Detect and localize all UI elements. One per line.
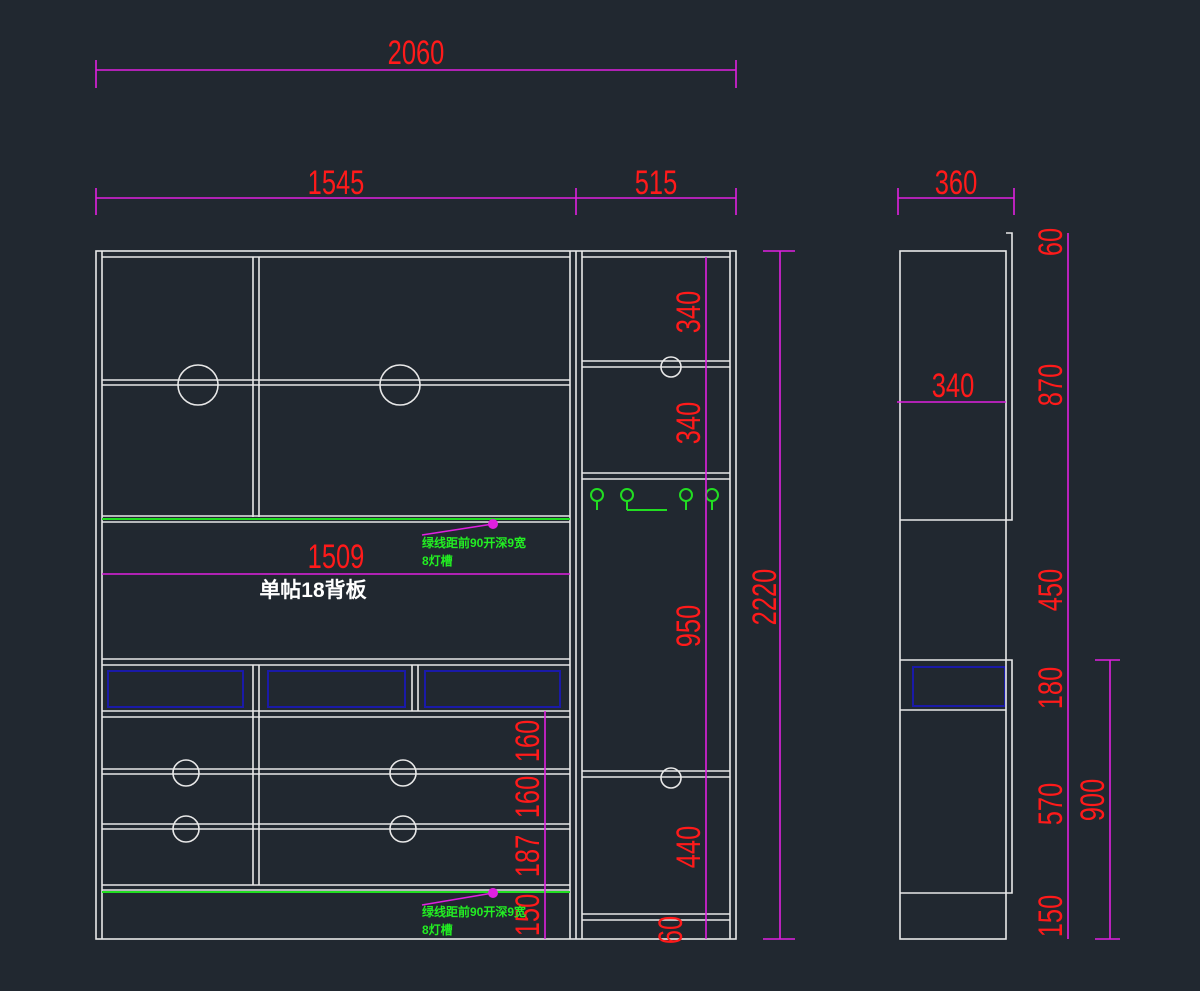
hook-icons	[590, 488, 719, 511]
dim-right-3: 950	[671, 605, 708, 648]
dimension-texts: 2060 1545 515 360 340 1509 单帖18背板 2220 3…	[259, 35, 1112, 945]
dim-right-2: 340	[671, 402, 708, 445]
dim-side-lower-total: 900	[1075, 779, 1112, 822]
dim-left-width: 1545	[308, 165, 365, 202]
drawer-fronts	[107, 666, 1006, 708]
dim-height: 2220	[747, 569, 784, 626]
dim-backboard-width: 1509	[308, 539, 365, 576]
dimension-lines	[95, 60, 1120, 940]
led-note-2-line2: 8灯槽	[422, 922, 453, 937]
dim-side-2: 870	[1033, 364, 1070, 407]
dim-side-1: 60	[1033, 228, 1070, 256]
dim-lower-3: 187	[510, 835, 547, 878]
dim-right-4: 440	[671, 826, 708, 869]
backboard-label: 单帖18背板	[259, 578, 367, 602]
dim-right-5: 60	[653, 916, 690, 944]
dim-side-inner-depth: 340	[932, 368, 975, 405]
led-note-1-line2: 8灯槽	[422, 553, 453, 568]
dim-side-5: 570	[1033, 783, 1070, 826]
led-note-1-line1: 绿线距前90开深9宽	[422, 535, 526, 550]
dim-side-6: 150	[1033, 895, 1070, 938]
dim-right-1: 340	[671, 291, 708, 334]
dim-side-depth: 360	[935, 165, 978, 202]
side-view-outline	[899, 232, 1013, 940]
dim-lower-1: 160	[510, 720, 547, 763]
dim-side-4: 180	[1033, 667, 1070, 710]
front-cabinet-outline	[95, 250, 737, 940]
dim-lower-2: 160	[510, 776, 547, 819]
handle-icons	[172, 356, 682, 843]
dim-side-3: 450	[1033, 569, 1070, 612]
led-note-2-line1: 绿线距前90开深9宽	[422, 904, 526, 919]
dim-right-width: 515	[635, 165, 678, 202]
dim-overall-width: 2060	[388, 35, 445, 72]
dim-lower-4: 150	[510, 894, 547, 937]
